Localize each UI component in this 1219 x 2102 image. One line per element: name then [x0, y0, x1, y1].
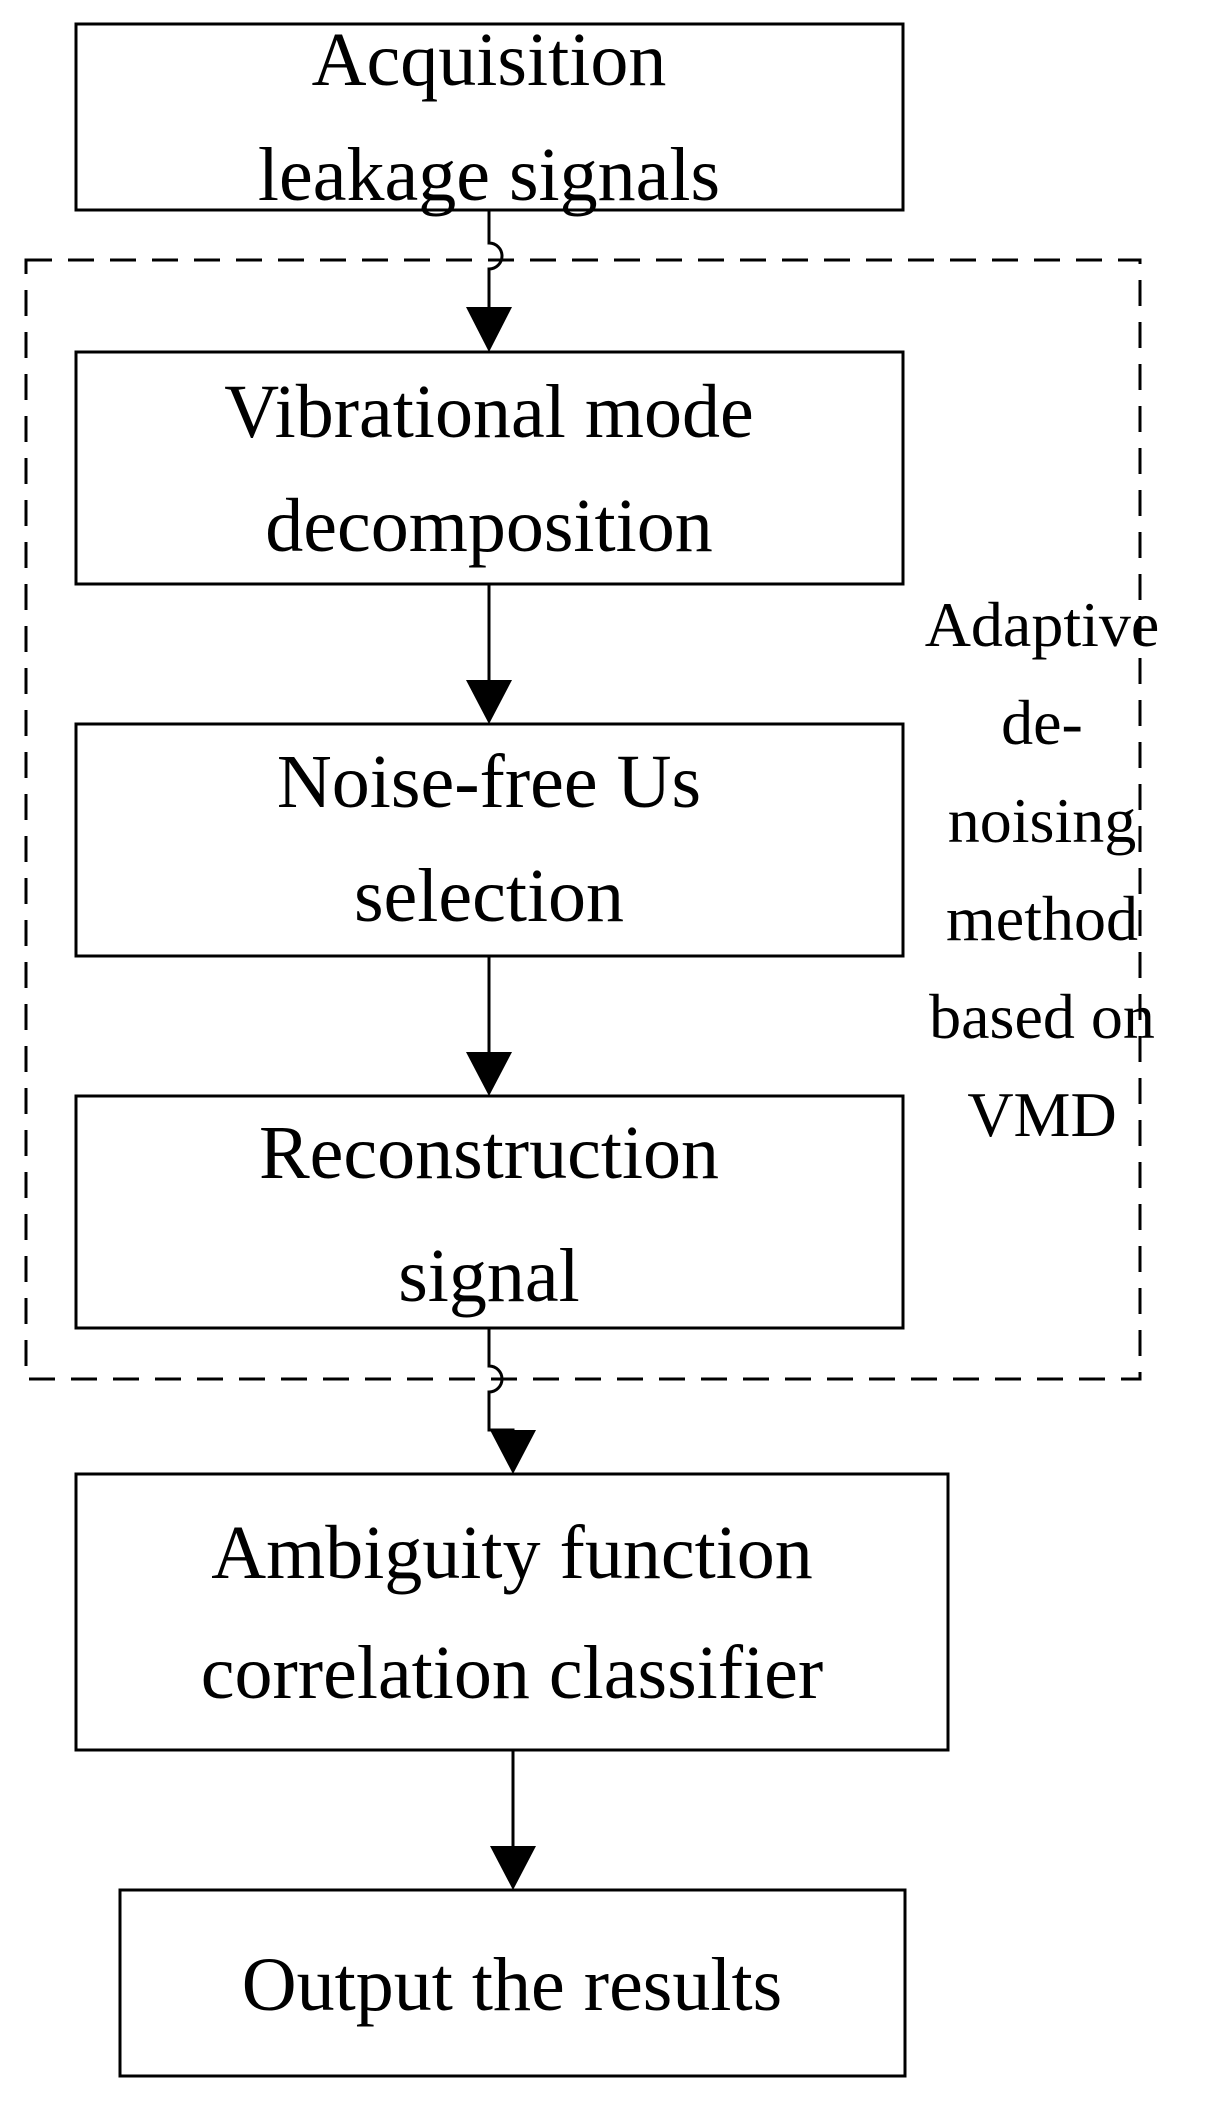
arrowhead-1: [466, 307, 512, 352]
group-label-line5: based on: [929, 981, 1155, 1052]
acquisition-box-line2: leakage signals: [258, 133, 720, 217]
output-box-label: Output the results: [242, 1943, 782, 2027]
vmd-box-line1: Vibrational mode: [224, 370, 753, 454]
adaptive-denoising-label: Adaptive de- noising method based on VMD: [925, 589, 1160, 1150]
arrowhead-5: [490, 1846, 536, 1890]
arrow-reconstruction-to-classifier: [487, 1328, 515, 1440]
arrowhead-4: [490, 1430, 536, 1474]
selection-box-line2: selection: [354, 854, 624, 938]
group-label-line4: method: [946, 883, 1138, 954]
classifier-box-line2: correlation classifier: [201, 1631, 823, 1715]
vmd-box-line2: decomposition: [265, 484, 713, 568]
selection-box-line1: Noise-free Us: [277, 740, 701, 824]
group-label-line2: de-: [1001, 687, 1083, 758]
output-box: [118, 1888, 907, 2078]
arrowhead-2: [466, 680, 512, 724]
adaptive-denoising-group-frame: [24, 258, 1142, 1381]
reconstruction-box-line1: Reconstruction: [259, 1111, 719, 1195]
arrowhead-3: [466, 1052, 512, 1096]
reconstruction-box-line2: signal: [398, 1234, 580, 1318]
group-label-line1: Adaptive: [925, 589, 1160, 660]
classifier-box-line1: Ambiguity function: [211, 1511, 813, 1595]
acquisition-box-line1: Acquisition: [312, 18, 667, 102]
arrow-acquisition-to-vmd: [487, 210, 504, 322]
group-label-line3: noising: [948, 785, 1136, 856]
group-label-line6: VMD: [967, 1079, 1116, 1150]
